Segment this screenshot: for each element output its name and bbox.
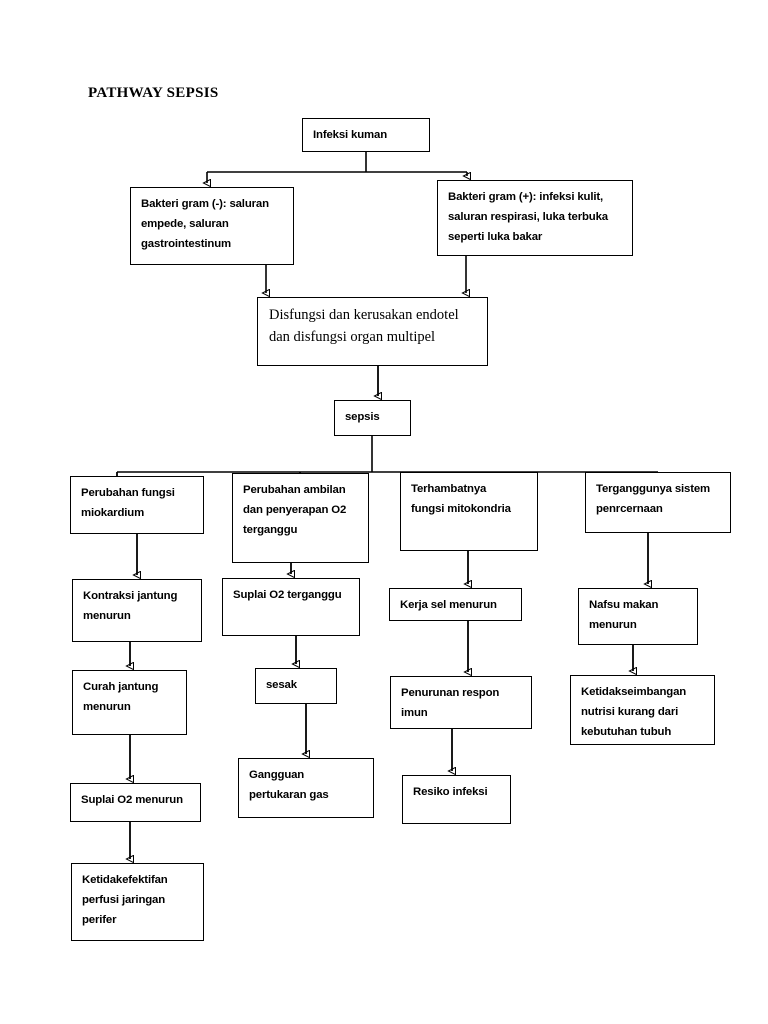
- node-label-line: seperti luka bakar: [448, 231, 543, 243]
- node-penurunan-respon-imun: Penurunan respon imun: [390, 676, 532, 729]
- node-terganggunya-sistem-pencernaan: Terganggunya sistem penrcernaan: [585, 472, 731, 533]
- node-suplai-o2-terganggu: Suplai O2 terganggu: [222, 578, 360, 636]
- node-label-line: Kontraksi jantung: [83, 590, 178, 602]
- node-label-line: menurun: [83, 610, 131, 622]
- node-label-line: Curah jantung: [83, 681, 159, 693]
- node-label-line: Bakteri gram (+): infeksi kulit,: [448, 191, 604, 203]
- node-label-line: sesak: [266, 679, 297, 691]
- node-label-line: nutrisi kurang dari: [581, 706, 679, 718]
- node-suplai-o2-menurun: Suplai O2 menurun: [70, 783, 201, 822]
- node-label-line: Suplai O2 menurun: [81, 794, 183, 806]
- edge-infeksi-to-bakteri: [207, 152, 467, 183]
- node-label-line: perifer: [82, 914, 117, 926]
- node-label-line: sepsis: [345, 411, 380, 423]
- node-label-line: Suplai O2 terganggu: [233, 589, 342, 601]
- node-label-line: perfusi jaringan: [82, 894, 166, 906]
- node-label-line: menurun: [589, 619, 637, 631]
- node-kerja-sel-menurun: Kerja sel menurun: [389, 588, 522, 621]
- node-label-line: Resiko infeksi: [413, 786, 488, 798]
- node-label-line: Infeksi kuman: [313, 129, 388, 141]
- node-perubahan-ambilan-o2: Perubahan ambilan dan penyerapan O2 tergan…: [232, 473, 369, 563]
- node-label-line: imun: [401, 707, 428, 719]
- node-curah-jantung-menurun: Curah jantung menurun: [72, 670, 187, 735]
- node-label-line: Perubahan ambilan: [243, 484, 346, 496]
- node-label-line: miokardium: [81, 507, 145, 519]
- node-kontraksi-jantung-menurun: Kontraksi jantung menurun: [72, 579, 202, 642]
- node-bakteri-gram-negatif: Bakteri gram (-): saluran empede, saluran…: [130, 187, 294, 265]
- node-label-line: Ketidakefektifan: [82, 874, 168, 886]
- node-label-line: Perubahan fungsi: [81, 487, 175, 499]
- node-label-line: dan penyerapan O2: [243, 504, 347, 516]
- node-disfungsi-endotel: Disfungsi dan kerusakan endotel dan disfu…: [257, 297, 488, 366]
- node-label-line: Terhambatnya: [411, 483, 487, 495]
- node-ketidakefektifan-perfusi: Ketidakefektifan perfusi jaringan perifer: [71, 863, 204, 941]
- node-resiko-infeksi: Resiko infeksi: [402, 775, 511, 824]
- node-label-line: terganggu: [243, 524, 298, 536]
- node-infeksi-kuman: Infeksi kuman: [302, 118, 430, 152]
- node-nafsu-makan-menurun: Nafsu makan menurun: [578, 588, 698, 645]
- node-label-line: Bakteri gram (-): saluran: [141, 198, 269, 210]
- node-label-line: menurun: [83, 701, 131, 713]
- node-label-line: pertukaran gas: [249, 789, 329, 801]
- node-label-line: gastrointestinum: [141, 238, 231, 250]
- node-label-line: Kerja sel menurun: [400, 599, 497, 611]
- node-terhambatnya-fungsi-mitokondria: Terhambatnya fungsi mitokondria: [400, 472, 538, 551]
- node-bakteri-gram-positif: Bakteri gram (+): infeksi kulit, saluran …: [437, 180, 633, 256]
- node-label-line: Nafsu makan: [589, 599, 659, 611]
- node-label-line: Gangguan: [249, 769, 305, 781]
- node-label-line: empede, saluran: [141, 218, 229, 230]
- node-label-line: fungsi mitokondria: [411, 503, 511, 515]
- node-label-line: saluran respirasi, luka terbuka: [448, 211, 608, 223]
- node-perubahan-fungsi-miokardium: Perubahan fungsi miokardium: [70, 476, 204, 534]
- node-sepsis: sepsis: [334, 400, 411, 436]
- node-label-line: Disfungsi dan kerusakan endotel: [269, 307, 459, 323]
- node-label-line: penrcernaan: [596, 503, 663, 515]
- node-label-line: dan disfungsi organ multipel: [269, 329, 436, 345]
- page-title: PATHWAY SEPSIS: [88, 85, 219, 101]
- node-sesak: sesak: [255, 668, 337, 704]
- node-label-line: Ketidakseimbangan: [581, 686, 687, 698]
- node-gangguan-pertukaran-gas: Gangguan pertukaran gas: [238, 758, 374, 818]
- node-ketidakseimbangan-nutrisi: Ketidakseimbangan nutrisi kurang dari kebu…: [570, 675, 715, 745]
- node-label-line: Terganggunya sistem: [596, 483, 711, 495]
- node-label-line: Penurunan respon: [401, 687, 500, 699]
- node-label-line: kebutuhan tubuh: [581, 726, 672, 738]
